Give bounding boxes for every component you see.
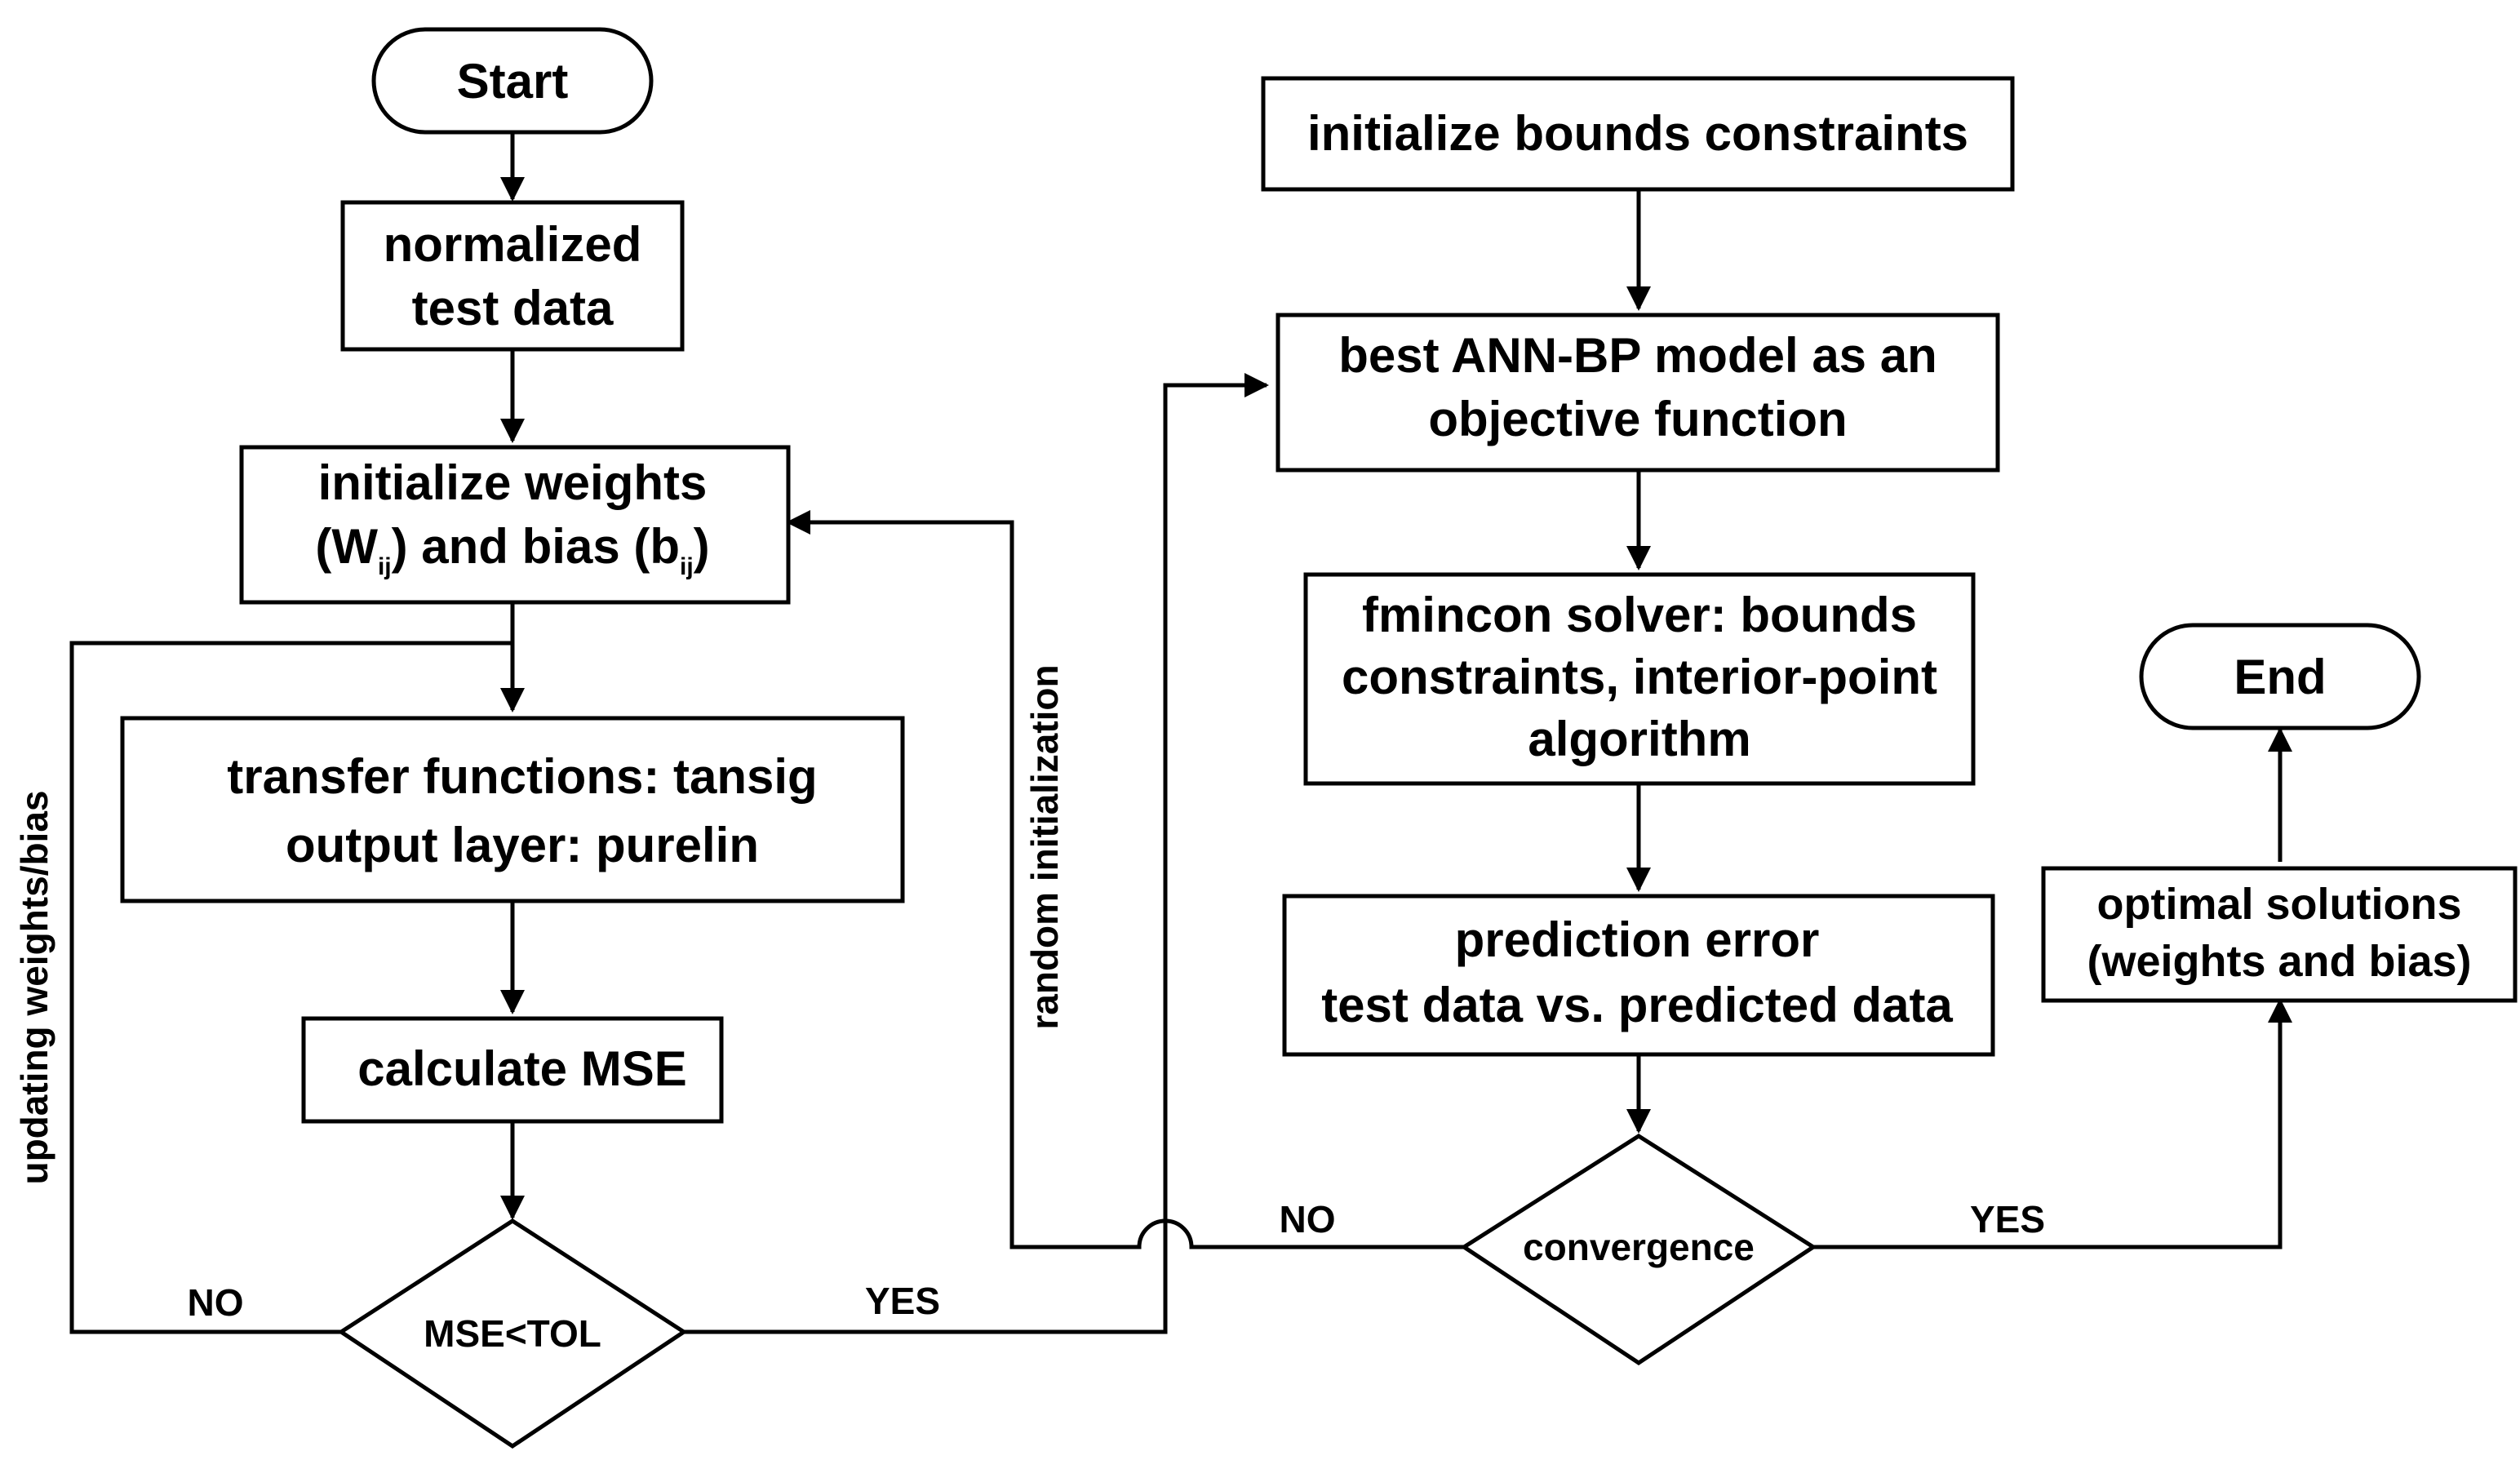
transfer-label-2: output layer: purelin xyxy=(286,818,759,872)
mse-decision-label: MSE<TOL xyxy=(424,1312,601,1355)
best-ann-label-1: best ANN-BP model as an xyxy=(1338,328,1937,383)
conv-yes-label: YES xyxy=(1970,1198,2045,1240)
init-weights-label-1: initialize weights xyxy=(318,455,708,510)
pred-err-label-1: prediction error xyxy=(1455,912,1820,967)
normalized-label-1: normalized xyxy=(384,217,642,272)
edge-labels: updating weights/bias random initializat… xyxy=(13,664,2045,1324)
end-label: End xyxy=(2234,650,2326,704)
edge-mse-no-loop xyxy=(69,641,512,1334)
fmincon-label-1: fmincon solver: bounds xyxy=(1362,588,1917,642)
node-optimal-solutions: optimal solutions (weights and bias) xyxy=(2041,866,2518,1003)
fmincon-label-3: algorithm xyxy=(1528,712,1750,766)
updating-weights-label: updating weights/bias xyxy=(13,790,55,1184)
node-start: Start xyxy=(371,27,654,135)
calc-mse-label: calculate MSE xyxy=(357,1041,687,1096)
node-calculate-mse: calculate MSE xyxy=(301,1016,724,1124)
mse-yes-label: YES xyxy=(865,1280,940,1322)
normalized-label-2: test data xyxy=(412,281,614,335)
convergence-label: convergence xyxy=(1523,1226,1755,1268)
conv-no-label: NO xyxy=(1280,1198,1336,1240)
mse-no-label: NO xyxy=(188,1281,244,1324)
best-ann-label-2: objective function xyxy=(1428,392,1847,446)
init-bounds-label: initialize bounds constraints xyxy=(1307,106,1968,161)
node-initialize-bounds: initialize bounds constraints xyxy=(1261,76,2015,192)
node-prediction-error: prediction error test data vs. predicted… xyxy=(1282,894,1995,1057)
connectors xyxy=(69,134,2292,1334)
node-initialize-weights: initialize weights (Wij) and bias (bij) xyxy=(239,445,791,605)
node-fmincon-solver: fmincon solver: bounds constraints, inte… xyxy=(1303,572,1976,786)
fmincon-label-2: constraints, interior-point xyxy=(1342,650,1937,704)
transfer-label-1: transfer functions: tansig xyxy=(227,749,817,804)
optimal-label-1: optimal solutions xyxy=(2096,880,2461,929)
node-transfer-functions: transfer functions: tansig output layer:… xyxy=(120,716,905,903)
node-best-ann-bp-model: best ANN-BP model as an objective functi… xyxy=(1276,313,2000,473)
node-convergence: convergence xyxy=(1460,1134,1817,1366)
edge-conv-no-loop xyxy=(786,510,1464,1249)
edge-mse-yes xyxy=(684,373,1269,1334)
node-end: End xyxy=(2139,623,2421,730)
node-normalized-test-data: normalized test data xyxy=(340,200,685,352)
start-label: Start xyxy=(457,54,569,109)
node-mse-decision: MSE<TOL xyxy=(337,1218,688,1449)
edge-conv-yes xyxy=(1813,998,2292,1249)
random-init-label: random initialization xyxy=(1023,664,1066,1029)
optimal-label-2: (weights and bias) xyxy=(2087,937,2471,986)
init-weights-label-2: (Wij) and bias (bij) xyxy=(315,519,709,580)
pred-err-label-2: test data vs. predicted data xyxy=(1321,978,1953,1032)
